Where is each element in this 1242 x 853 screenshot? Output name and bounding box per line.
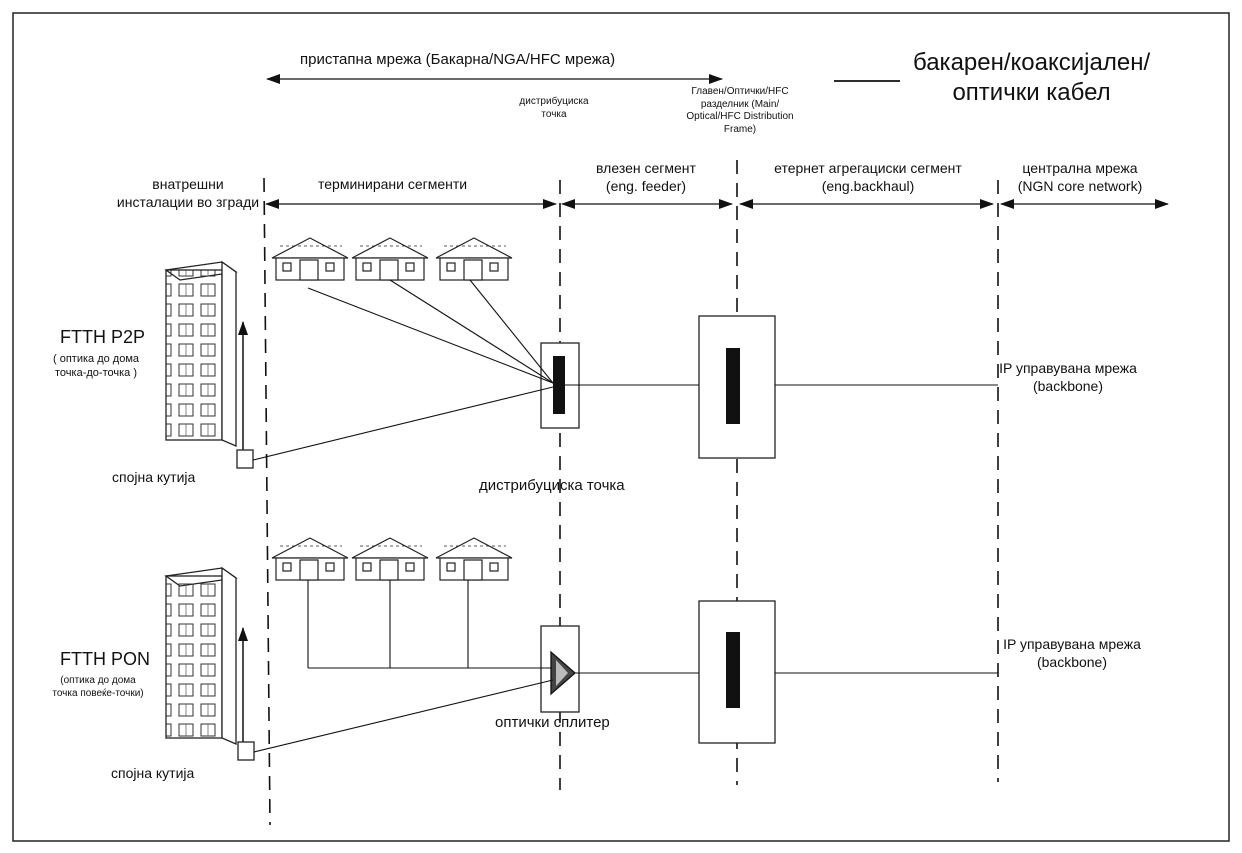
house-icon (351, 237, 429, 281)
p2p-building-icon (164, 260, 248, 450)
house-icon (435, 537, 513, 581)
pon-houses (271, 537, 513, 581)
p2p-splice-box (236, 449, 254, 469)
outer-frame (12, 12, 1230, 842)
pon-fibers (253, 580, 998, 753)
house-icon (351, 537, 429, 581)
pon-main-frame-core (726, 632, 740, 708)
main-frame-header: Главен/Оптички/HFC разделник (Main/ Opti… (686, 86, 794, 135)
access-network-label: пристапна мрежа (Бакарна/NGA/HFC мрежа) (300, 51, 616, 68)
house-icon (271, 237, 349, 281)
p2p-main-frame-core (726, 348, 740, 424)
pon-building-icon (164, 566, 248, 745)
house-icon (271, 537, 349, 581)
distribution-point-header: дистрибуциска точка (519, 96, 589, 120)
pon-title: FTTH PON (60, 649, 150, 669)
segment-backhaul-label: етернет агрегациски сегмент (eng.backhau… (774, 160, 962, 194)
p2p-subtitle: ( оптика до дома точка-до-точка ) (52, 353, 140, 380)
p2p-houses (271, 237, 513, 281)
pon-subtitle: (оптика до дома точка повеќе-точки) (52, 675, 144, 699)
segment-in-building-label: внатрешни инсталации во згради (116, 176, 260, 210)
p2p-distribution-label: дистрибуциска точка (479, 477, 625, 494)
legend-cable-label: бакарен/коаксијален/ оптички кабел (913, 49, 1151, 106)
pon-ip-network-label: IP управувана мрежа (backbone) (1003, 636, 1141, 670)
pon-splice-box-label: спојна кутија (111, 765, 195, 781)
p2p-splice-box-label: спојна кутија (112, 469, 196, 485)
p2p-title: FTTH P2P (60, 327, 146, 347)
segment-core-label: централна мрежа (NGN core network) (1017, 160, 1143, 194)
p2p-distribution-core (553, 356, 565, 414)
pon-splitter-label: оптички сплитер (495, 714, 610, 731)
segment-terminated-label: терминирани сегменти (318, 176, 468, 192)
p2p-ip-network-label: IP управувана мрежа (backbone) (999, 360, 1137, 394)
house-icon (435, 237, 513, 281)
p2p-fibers (252, 279, 998, 461)
segment-feeder-label: влезен сегмент (eng. feeder) (596, 160, 696, 194)
pon-splice-box (237, 741, 255, 761)
splitter-icon-inner (556, 660, 568, 686)
